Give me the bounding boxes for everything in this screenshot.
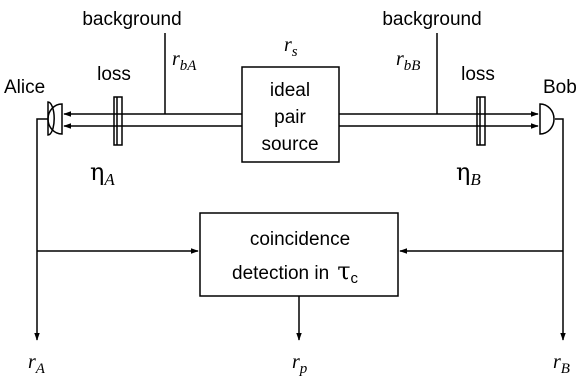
rate-A-label: rA [28, 351, 46, 377]
rate-p-label: rp [292, 351, 308, 377]
rate-s-label: rs [284, 34, 298, 60]
alice-detector-shape [47, 103, 63, 135]
rate-bA-label: rbA [172, 48, 197, 74]
alice-label: Alice [4, 77, 45, 98]
alice-output-line [34, 118, 48, 341]
background-left-label: background [82, 9, 181, 30]
loss-right-label: loss [461, 64, 495, 85]
source-line2: pair [274, 107, 306, 128]
alice-loss-element [113, 96, 123, 146]
source-line3: source [261, 134, 318, 155]
coincidence-line1: coincidence [250, 229, 350, 250]
bob-detector-icon [539, 103, 555, 135]
rate-B-label: rB [553, 351, 570, 377]
rate-bB-label: rbB [396, 48, 420, 74]
loss-left-label: loss [97, 64, 131, 85]
eta-A-label: ηA [90, 158, 115, 189]
background-right-label: background [382, 9, 481, 30]
bob-label: Bob [543, 77, 577, 98]
eta-B-label: ηB [456, 158, 481, 189]
bob-output-line [555, 118, 566, 341]
source-line1: ideal [270, 80, 310, 101]
alice-detector-icon [47, 101, 55, 136]
bob-loss-element [476, 96, 486, 146]
